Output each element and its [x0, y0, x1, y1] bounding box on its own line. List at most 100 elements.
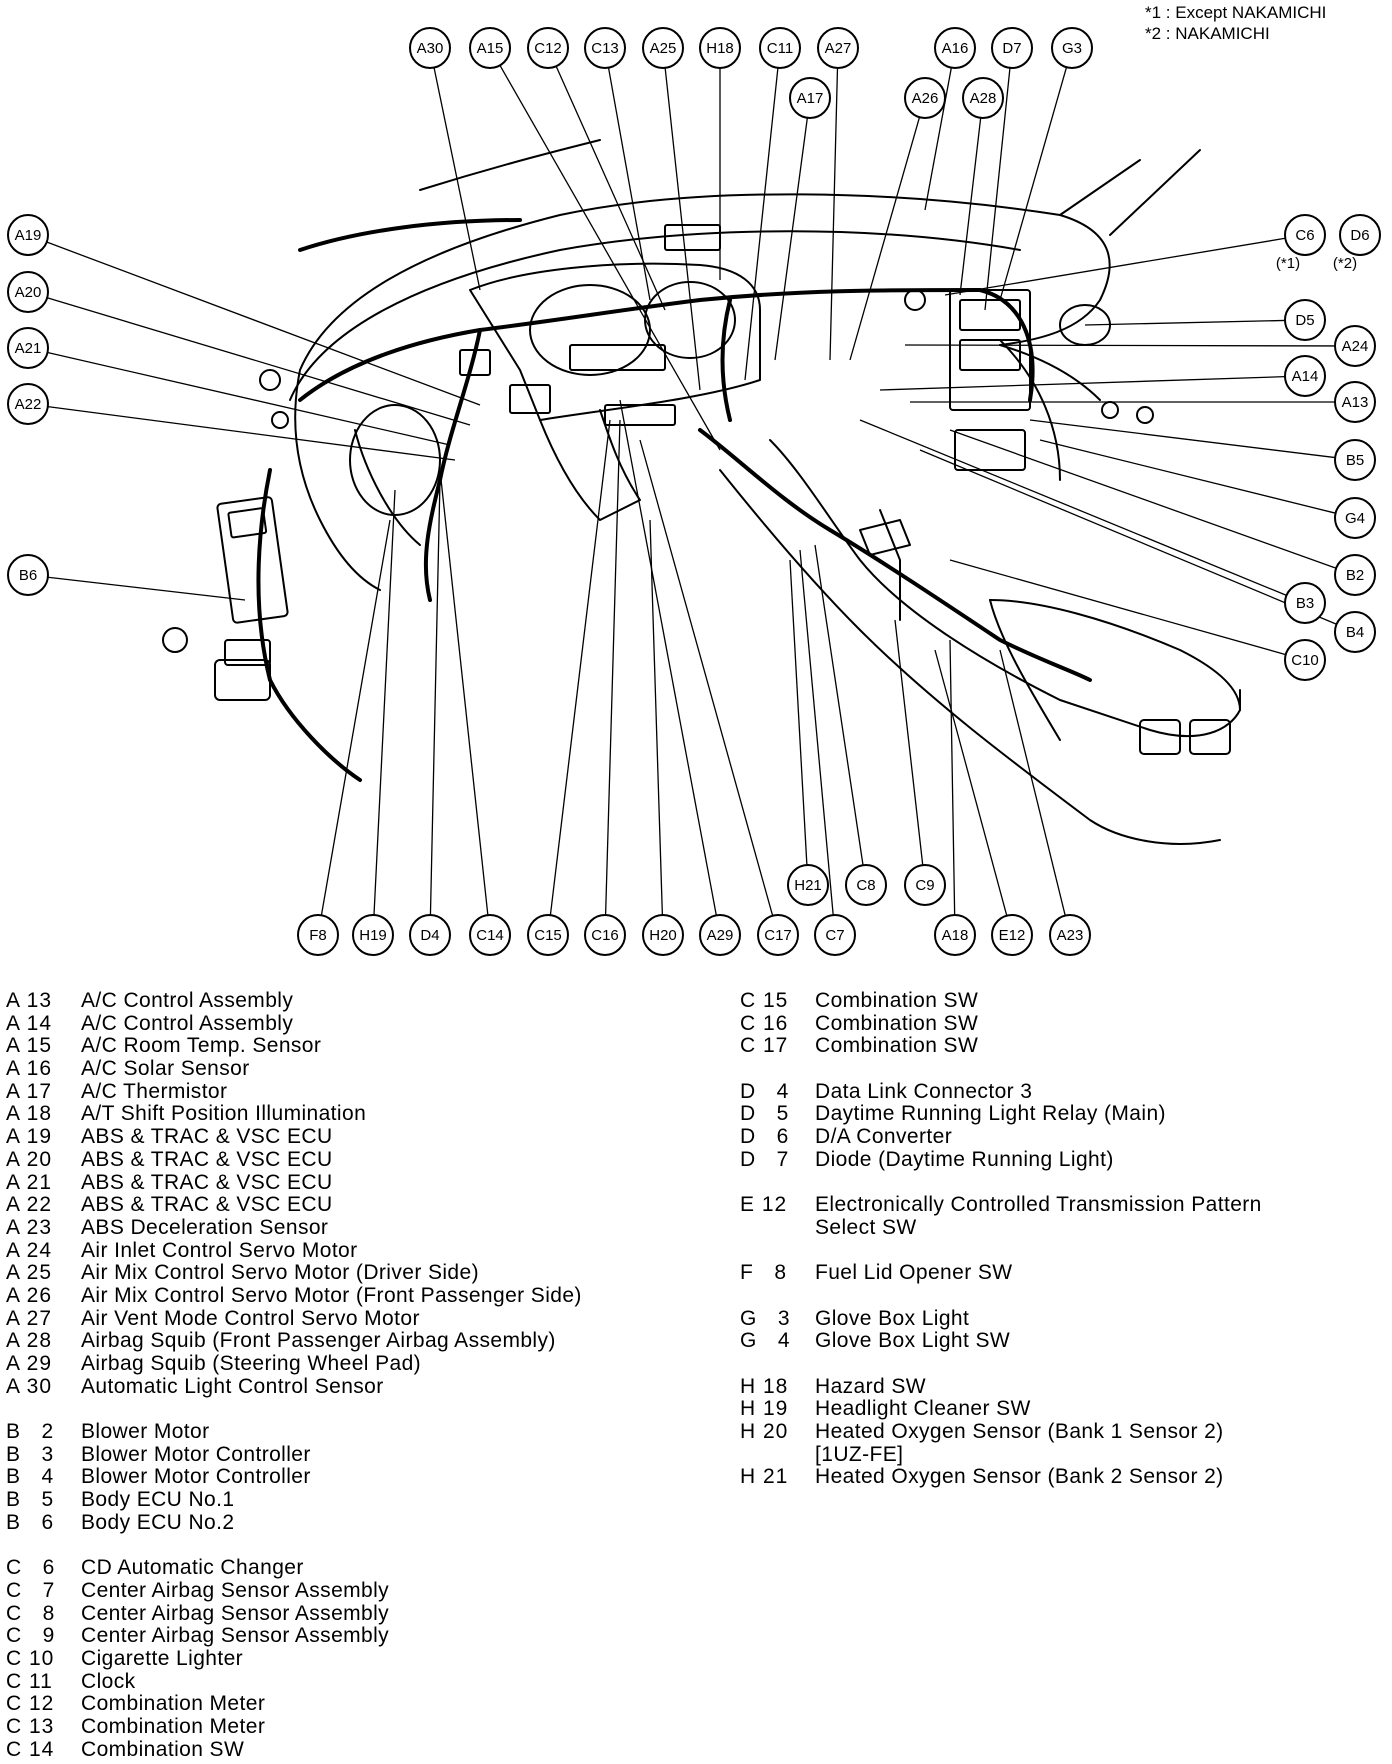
callout-b4: B4: [1334, 611, 1376, 653]
callout-a17: A17: [789, 77, 831, 119]
leader-line-d4: [429, 479, 441, 916]
leader-line-g3: [999, 67, 1068, 301]
legend-description: Heated Oxygen Sensor (Bank 1 Sensor 2): [815, 1420, 1224, 1444]
callout-circle-h20: [642, 914, 684, 956]
legend-code: A 14: [6, 1011, 53, 1035]
callout-label-g4: G4: [1345, 510, 1365, 527]
legend-description: Center Airbag Sensor Assembly: [81, 1601, 390, 1625]
callout-circle-c15: [527, 914, 569, 956]
leader-lines: [46, 65, 1337, 916]
legend-code: F 8: [740, 1261, 788, 1285]
legend-code: A 13: [6, 989, 53, 1012]
callout-d7: D7: [991, 27, 1033, 69]
legend-description: Combination Meter: [81, 1715, 266, 1738]
callout-circle-h19: [352, 914, 394, 956]
callout-label-c17: C17: [764, 927, 792, 944]
legend-code: A 24: [6, 1238, 53, 1262]
callout-label-c10: C10: [1291, 652, 1319, 669]
callout-label-c11: C11: [767, 40, 793, 57]
legend-code: H 20: [740, 1420, 789, 1444]
callout-e12: E12: [991, 914, 1033, 956]
legend-row: D 4 Data Link Connector 3: [740, 1079, 1385, 1104]
callout-label-c14: C14: [476, 927, 504, 944]
callout-c14: C14: [469, 914, 511, 956]
legend-description: A/C Room Temp. Sensor: [81, 1034, 322, 1058]
legend-code: C 13: [6, 1715, 55, 1738]
legend-code: D 4: [740, 1079, 790, 1103]
leader-line-c10: [949, 559, 1286, 656]
leader-line-c16: [604, 419, 621, 916]
leader-line-a20: [46, 297, 471, 426]
legend-code: A 28: [6, 1329, 53, 1353]
legend-code: C 7: [6, 1578, 56, 1602]
legend-row: A 28 Airbag Squib (Front Passenger Airbag…: [6, 1330, 696, 1353]
callout-label-a29: A29: [707, 927, 734, 944]
legend-code: A 23: [6, 1215, 53, 1239]
callout-b3: B3: [1284, 582, 1326, 624]
legend-code: D 6: [740, 1125, 790, 1149]
callout-b5: B5: [1334, 439, 1376, 481]
callout-h19: H19: [352, 914, 394, 956]
legend-description: Combination SW: [815, 1011, 979, 1035]
legend-description: Data Link Connector 3: [815, 1079, 1033, 1103]
callout-label-a15: A15: [477, 40, 504, 57]
legend-description: Air Vent Mode Control Servo Motor: [81, 1306, 420, 1330]
callout-circle-a23: [1049, 914, 1091, 956]
callout-label-a14: A14: [1292, 368, 1319, 385]
callout-a25: A25: [642, 27, 684, 69]
legend-code: A 30: [6, 1374, 53, 1398]
callout-label-a19: A19: [15, 227, 42, 244]
callout-c11: C11: [759, 27, 801, 69]
callout-h20: H20: [642, 914, 684, 956]
callout-label-c9: C9: [915, 877, 934, 894]
callout-c8: C8: [845, 864, 887, 906]
callout-g3: G3: [1051, 27, 1093, 69]
callout-circle-c6: [1284, 214, 1326, 256]
leader-line-b5: [1029, 419, 1336, 459]
legend-description: ABS Deceleration Sensor: [81, 1215, 329, 1239]
callout-label-h21: H21: [794, 877, 822, 894]
callout-label-a17: A17: [797, 90, 824, 107]
leader-line-a22: [47, 405, 456, 461]
legend-description: A/T Shift Position Illumination: [81, 1102, 367, 1126]
callout-label-c7: C7: [825, 927, 844, 944]
callout-label-a13: A13: [1342, 394, 1369, 411]
legend-code: E 12: [740, 1193, 788, 1217]
instrument-panel-illustration: [162, 139, 1241, 845]
legend-description: Air Inlet Control Servo Motor: [81, 1238, 358, 1262]
leader-line-a23: [999, 649, 1066, 916]
legend-description: Air Mix Control Servo Motor (Front Passe…: [81, 1283, 582, 1307]
callout-label-d6: D6: [1350, 227, 1369, 244]
leader-line-f8: [320, 519, 391, 916]
leader-line-b6: [47, 576, 246, 601]
callout-label-h18: H18: [706, 40, 734, 57]
callout-label-g3: G3: [1062, 40, 1082, 57]
callout-h18: H18: [699, 27, 741, 69]
legend-description: Airbag Squib (Front Passenger Airbag Ass…: [81, 1329, 556, 1353]
callout-circle-a30: [409, 27, 451, 69]
callout-label-a27: A27: [825, 40, 852, 57]
callout-a20: A20: [7, 271, 49, 313]
leader-line-a26: [849, 117, 921, 361]
legend-description: [1UZ-FE]: [815, 1442, 904, 1466]
callout-a29: A29: [699, 914, 741, 956]
leader-line-b3: [859, 419, 1287, 596]
callout-c17: C17: [757, 914, 799, 956]
callout-a15: A15: [469, 27, 511, 69]
legend-code: D 7: [740, 1147, 790, 1171]
footnote-tag-d6: (*2): [1333, 255, 1357, 272]
callout-label-c16: C16: [591, 927, 619, 944]
legend-description: ABS & TRAC & VSC ECU: [81, 1170, 333, 1194]
callout-circle-h21: [787, 864, 829, 906]
callout-label-d5: D5: [1295, 312, 1314, 329]
callout-circle-c10: [1284, 639, 1326, 681]
leader-line-a29: [619, 399, 717, 916]
